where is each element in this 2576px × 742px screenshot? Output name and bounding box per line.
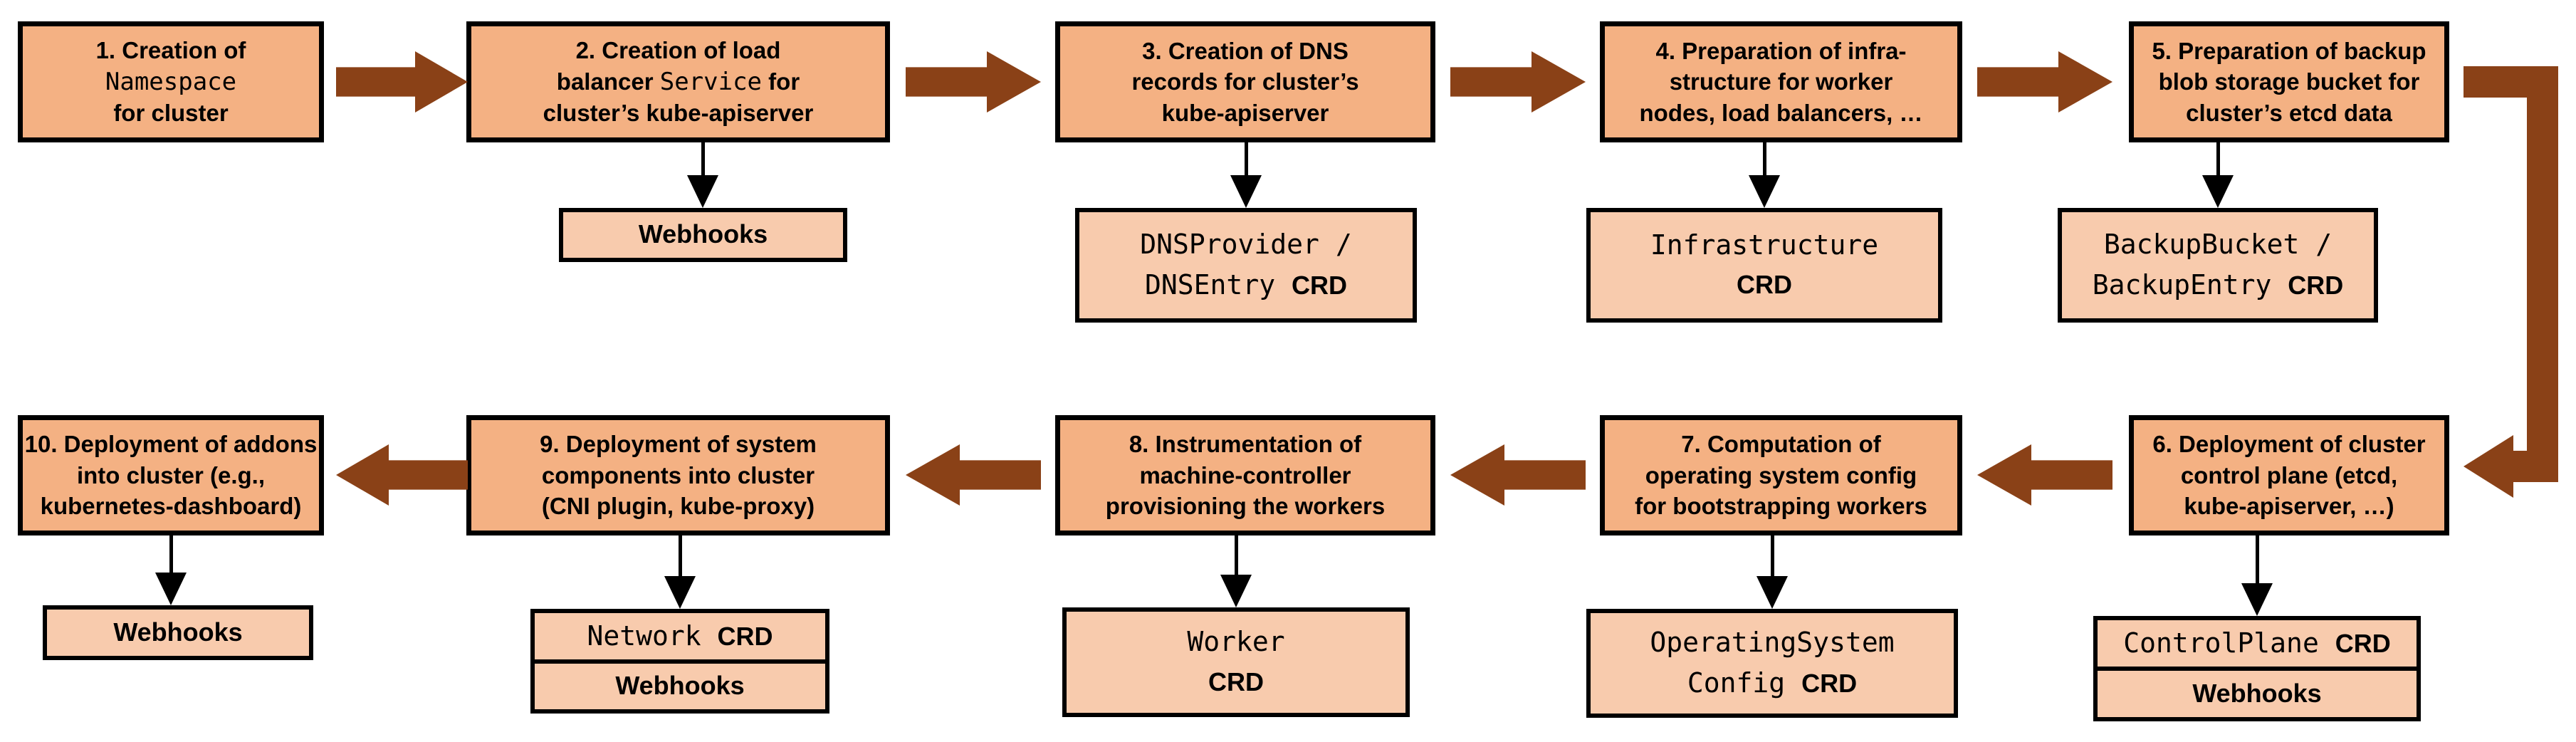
connector-step2-webhooks-icon <box>701 142 705 175</box>
network-crd-webhooks-stack: Network CRD Webhooks <box>530 609 829 714</box>
flow-arrow-step5-to-step6-elbow-icon <box>2464 66 2558 498</box>
webhooks-box-step-6: Webhooks <box>2098 667 2417 717</box>
flow-arrow-step2-to-step3-icon <box>906 51 1041 113</box>
connector-step7-crd-icon <box>1771 535 1774 576</box>
flow-arrow-step7-to-step8-icon <box>1450 444 1586 506</box>
connector-step10-webhooks-head-icon <box>155 573 187 605</box>
connector-step2-webhooks-head-icon <box>687 175 718 208</box>
webhooks-box-step-9: Webhooks <box>535 659 825 710</box>
backupbucket-backupentry-crd-box: BackupBucket /BackupEntry CRD <box>2058 208 2378 323</box>
controlplane-crd-box: ControlPlane CRD <box>2123 627 2391 659</box>
flow-arrow-step3-to-step4-icon <box>1450 51 1586 113</box>
connector-step6-crd-head-icon <box>2241 583 2273 616</box>
connector-step5-crd-head-icon <box>2202 175 2234 208</box>
network-crd-box: Network CRD <box>587 620 773 652</box>
flow-arrow-step4-to-step5-icon <box>1977 51 2112 113</box>
webhooks-box-step-10: Webhooks <box>43 605 313 660</box>
connector-step4-crd-head-icon <box>1749 175 1780 208</box>
flow-arrow-step1-to-step2-icon <box>336 51 468 113</box>
connector-step8-crd-head-icon <box>1220 575 1252 607</box>
connector-step4-crd-icon <box>1763 142 1766 175</box>
connector-step7-crd-head-icon <box>1756 576 1788 609</box>
connector-step5-crd-icon <box>2216 142 2220 175</box>
flow-arrow-step6-to-step7-icon <box>1977 444 2112 506</box>
connector-step10-webhooks-icon <box>169 535 173 573</box>
connector-step3-crd-head-icon <box>1230 175 1262 208</box>
flow-arrow-step8-to-step9-icon <box>906 444 1041 506</box>
dnsprovider-dnsentry-crd-box: DNSProvider /DNSEntry CRD <box>1075 208 1417 323</box>
flow-arrow-step9-to-step10-icon <box>336 444 468 506</box>
controlplane-crd-webhooks-stack: ControlPlane CRD Webhooks <box>2093 616 2421 721</box>
connector-step6-crd-icon <box>2256 535 2259 583</box>
connector-step9-crd-head-icon <box>664 576 696 609</box>
step-4-infrastructure-box: 4. Preparation of infra-structure for wo… <box>1600 21 1962 142</box>
webhooks-box-step-2: Webhooks <box>559 208 847 262</box>
connector-step9-crd-icon <box>679 535 682 576</box>
connector-step8-crd-icon <box>1235 535 1238 575</box>
connector-step3-crd-icon <box>1245 142 1248 175</box>
